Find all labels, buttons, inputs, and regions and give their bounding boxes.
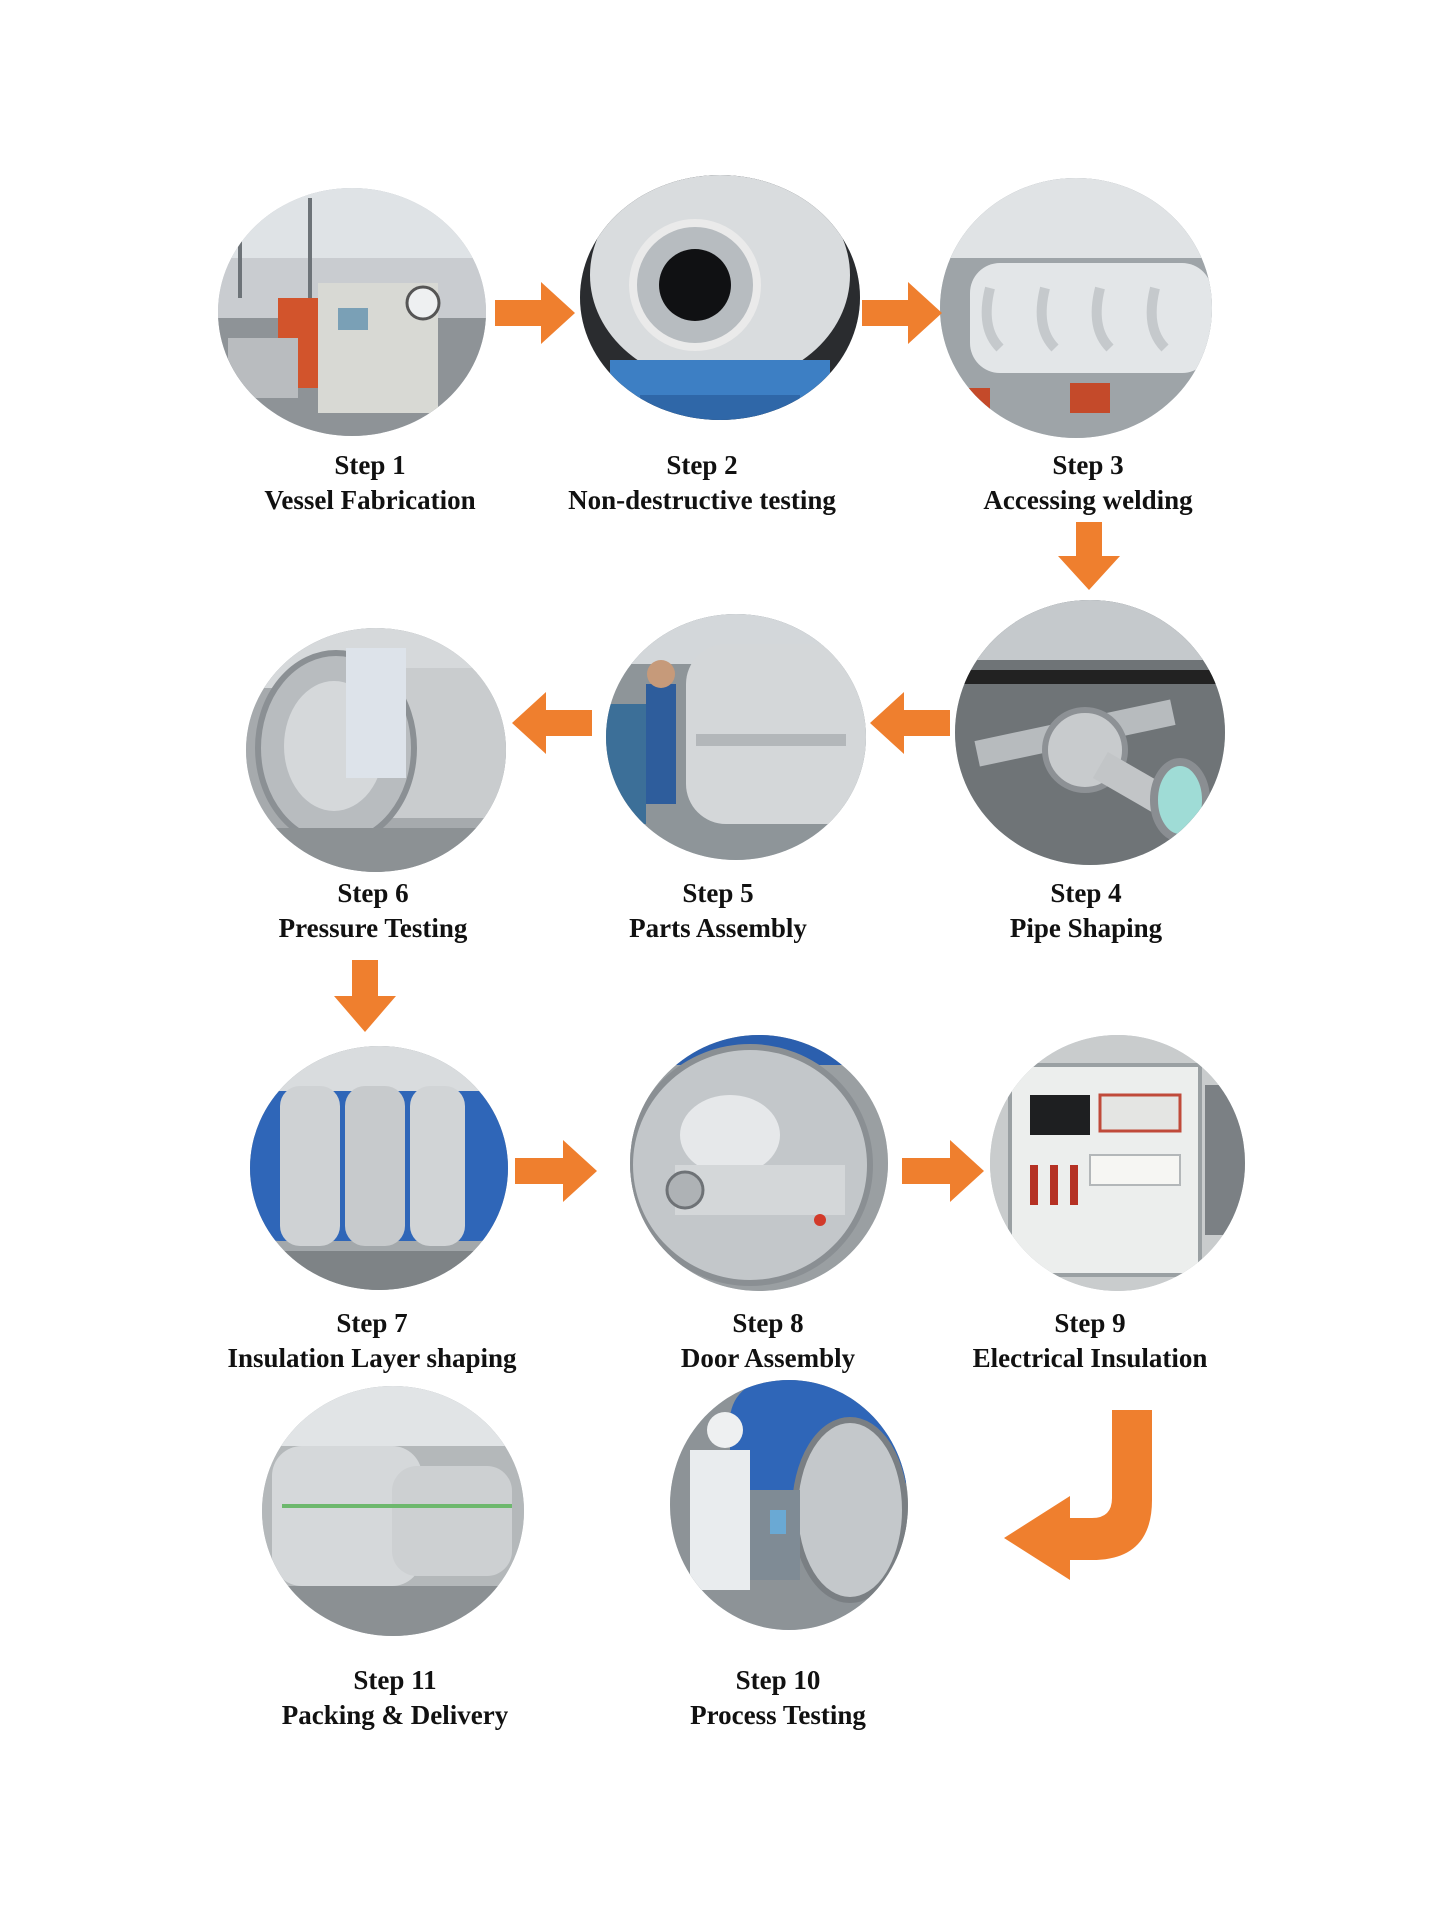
step-title: Electrical Insulation	[972, 1343, 1208, 1373]
step-3-photo-welded-tank	[940, 178, 1212, 438]
step-number: Step 4	[1050, 878, 1122, 908]
step-number: Step 9	[1054, 1308, 1126, 1338]
step-7-label: Step 7 Insulation Layer shaping	[227, 1306, 516, 1376]
step-8-photo-door-assembly	[630, 1035, 888, 1291]
arrow-left-step5-to-step6	[512, 692, 592, 754]
step-1-photo-rolling-machine	[218, 188, 486, 436]
step-10-photo-process-testing	[670, 1380, 908, 1630]
step-title: Insulation Layer shaping	[227, 1343, 517, 1373]
step-1-label: Step 1 Vessel Fabrication	[264, 448, 475, 518]
step-2-photo-flange-vessel	[580, 175, 860, 420]
step-number: Step 7	[336, 1308, 408, 1338]
step-title: Parts Assembly	[629, 913, 807, 943]
step-6-photo-pressure-vessel	[246, 628, 506, 872]
step-title: Non-destructive testing	[568, 485, 836, 515]
step-title: Door Assembly	[680, 1343, 856, 1373]
step-number: Step 11	[353, 1665, 437, 1695]
step-number: Step 6	[337, 878, 409, 908]
step-5-photo-parts-assembly	[606, 614, 866, 860]
arrow-right-step8-to-step9	[902, 1140, 984, 1202]
step-title: Pipe Shaping	[1009, 913, 1163, 943]
step-number: Step 2	[666, 450, 738, 480]
arrow-down-step6-to-step7	[334, 960, 396, 1032]
step-title: Accessing welding	[983, 485, 1193, 515]
step-title: Pressure Testing	[278, 913, 468, 943]
step-4-photo-pipe-shaping	[955, 600, 1225, 865]
step-5-label: Step 5 Parts Assembly	[629, 876, 807, 946]
step-number: Step 8	[732, 1308, 804, 1338]
arrow-curved-step9-to-step10	[1004, 1410, 1152, 1580]
step-title: Vessel Fabrication	[264, 485, 476, 515]
arrow-down-step3-to-step4	[1058, 522, 1120, 590]
step-2-label: Step 2 Non-destructive testing	[568, 448, 836, 518]
step-number: Step 3	[1052, 450, 1124, 480]
step-11-label: Step 11 Packing & Delivery	[282, 1663, 508, 1733]
step-9-label: Step 9 Electrical Insulation	[973, 1306, 1208, 1376]
step-title: Packing & Delivery	[281, 1700, 509, 1730]
step-9-photo-electrical-panel	[990, 1035, 1245, 1291]
step-7-photo-insulation-wrap	[250, 1046, 508, 1290]
step-title: Process Testing	[690, 1700, 866, 1730]
arrow-left-step4-to-step5	[870, 692, 950, 754]
step-8-label: Step 8 Door Assembly	[681, 1306, 855, 1376]
step-11-photo-packed-machine	[262, 1386, 524, 1636]
step-4-label: Step 4 Pipe Shaping	[1010, 876, 1162, 946]
step-number: Step 10	[735, 1665, 821, 1695]
step-number: Step 5	[682, 878, 754, 908]
step-10-label: Step 10 Process Testing	[690, 1663, 866, 1733]
step-number: Step 1	[334, 450, 406, 480]
arrow-right-step2-to-step3	[862, 282, 942, 344]
arrow-right-step7-to-step8	[515, 1140, 597, 1202]
step-6-label: Step 6 Pressure Testing	[279, 876, 468, 946]
step-3-label: Step 3 Accessing welding	[983, 448, 1192, 518]
arrow-right-step1-to-step2	[495, 282, 575, 344]
